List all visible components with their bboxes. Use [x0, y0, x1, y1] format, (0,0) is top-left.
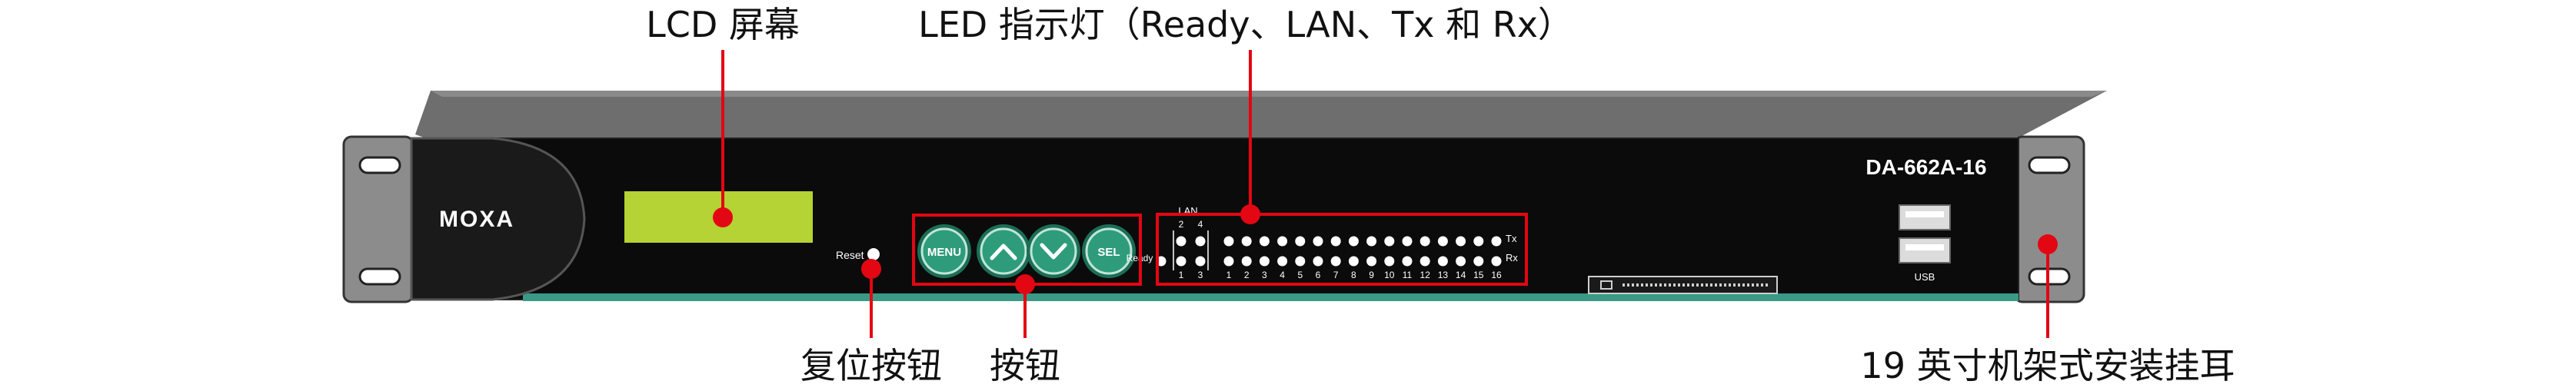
menu-button[interactable]: MENU — [917, 224, 971, 278]
callout-rack-ears — [2038, 234, 2058, 338]
brand-logo: MOXA — [439, 207, 514, 232]
rx-led-11 — [1402, 256, 1413, 267]
down-arrow-icon — [1040, 243, 1067, 260]
tx-led-2 — [1241, 236, 1252, 247]
port-number-label: 5 — [1297, 270, 1303, 280]
tx-led-5 — [1295, 236, 1306, 247]
port-number-label: 3 — [1262, 270, 1267, 280]
tx-led-9 — [1366, 236, 1377, 247]
rack-ear-left — [342, 135, 414, 303]
tx-led-14 — [1456, 236, 1466, 247]
rx-led-15 — [1473, 256, 1484, 267]
tx-led-7 — [1330, 236, 1341, 247]
rx-led-5 — [1295, 256, 1306, 267]
menu-button-label: MENU — [927, 246, 961, 259]
lan-number-2: 2 — [1179, 219, 1184, 230]
usb-ports: USB — [1899, 204, 1951, 283]
led-callout-label: LED 指示灯（Ready、LAN、Tx 和 Rx） — [918, 4, 1573, 45]
lan-led-2 — [1176, 236, 1186, 247]
tx-label: Tx — [1506, 233, 1517, 244]
port-number-label: 2 — [1244, 270, 1250, 280]
tx-led-11 — [1402, 236, 1413, 247]
tx-led-12 — [1419, 236, 1430, 247]
reset-label: Reset — [836, 249, 864, 261]
rx-led-6 — [1313, 256, 1323, 267]
tx-led-4 — [1277, 236, 1288, 247]
reset-callout-label: 复位按钮 — [800, 345, 942, 386]
tx-led-1 — [1223, 236, 1234, 247]
port-number-label: 6 — [1316, 270, 1321, 280]
chassis-base-strip — [523, 293, 2019, 301]
rx-led-7 — [1330, 256, 1341, 267]
led-highlight-box — [1156, 213, 1528, 286]
port-number-label: 14 — [1456, 270, 1466, 280]
select-button[interactable]: SEL — [1082, 224, 1136, 278]
lan-number-3: 3 — [1198, 270, 1203, 280]
lcd-callout-label: LCD 屏幕 — [646, 4, 800, 45]
expansion-slot — [1588, 276, 1778, 294]
port-number-label: 8 — [1351, 270, 1356, 280]
rx-led-4 — [1277, 256, 1288, 267]
chassis-top-cover — [415, 91, 2107, 140]
rx-led-3 — [1259, 256, 1270, 267]
up-arrow-icon — [990, 244, 1017, 260]
rx-led-16 — [1491, 256, 1502, 267]
port-number-label: 4 — [1280, 270, 1285, 280]
port-number-label: 10 — [1384, 270, 1395, 280]
lan-led-4 — [1195, 236, 1206, 247]
buttons-callout-label: 按钮 — [990, 345, 1060, 386]
rx-led-10 — [1384, 256, 1395, 267]
lan-bracket — [1173, 230, 1209, 270]
control-button-group: MENU SEL — [917, 224, 1136, 278]
rx-led-13 — [1437, 256, 1448, 267]
reset-button[interactable] — [867, 248, 880, 260]
port-number-label: 7 — [1333, 270, 1339, 280]
tx-led-15 — [1473, 236, 1484, 247]
logo-bezel — [410, 137, 586, 301]
rx-led-8 — [1348, 256, 1359, 267]
lan-number-1: 1 — [1179, 270, 1184, 280]
rx-led-12 — [1419, 256, 1430, 267]
port-number-label: 16 — [1491, 270, 1502, 280]
port-number-label: 15 — [1473, 270, 1484, 280]
rx-label: Rx — [1506, 252, 1518, 263]
tx-led-16 — [1491, 236, 1502, 247]
lan-led-1 — [1176, 256, 1186, 267]
model-label: DA-662A-16 — [1865, 155, 1986, 179]
rx-led-14 — [1456, 256, 1466, 267]
rx-led-1 — [1223, 256, 1234, 267]
port-number-label: 9 — [1369, 270, 1374, 280]
down-button[interactable] — [1027, 224, 1080, 278]
port-number-label: 1 — [1226, 270, 1232, 280]
callout-led — [1240, 50, 1260, 224]
port-number-label: 13 — [1438, 270, 1449, 280]
lan-number-4: 4 — [1198, 219, 1203, 230]
rx-led-2 — [1241, 256, 1252, 267]
tx-led-6 — [1313, 236, 1323, 247]
callout-lcd — [713, 50, 733, 227]
rack-ears-callout-label: 19 英寸机架式安装挂耳 — [1860, 345, 2235, 386]
up-button[interactable] — [977, 224, 1030, 278]
port-number-label: 12 — [1420, 270, 1431, 280]
tx-led-10 — [1384, 236, 1395, 247]
select-button-label: SEL — [1097, 246, 1120, 259]
callout-reset — [861, 259, 881, 338]
rx-led-9 — [1366, 256, 1377, 267]
tx-led-3 — [1259, 236, 1270, 247]
lan-led-3 — [1195, 256, 1206, 267]
rack-ear-right — [2013, 135, 2085, 303]
port-number-label: 11 — [1403, 270, 1413, 280]
tx-led-8 — [1348, 236, 1359, 247]
callout-buttons — [1015, 274, 1035, 338]
usb-label: USB — [1915, 271, 1935, 283]
tx-led-13 — [1437, 236, 1448, 247]
